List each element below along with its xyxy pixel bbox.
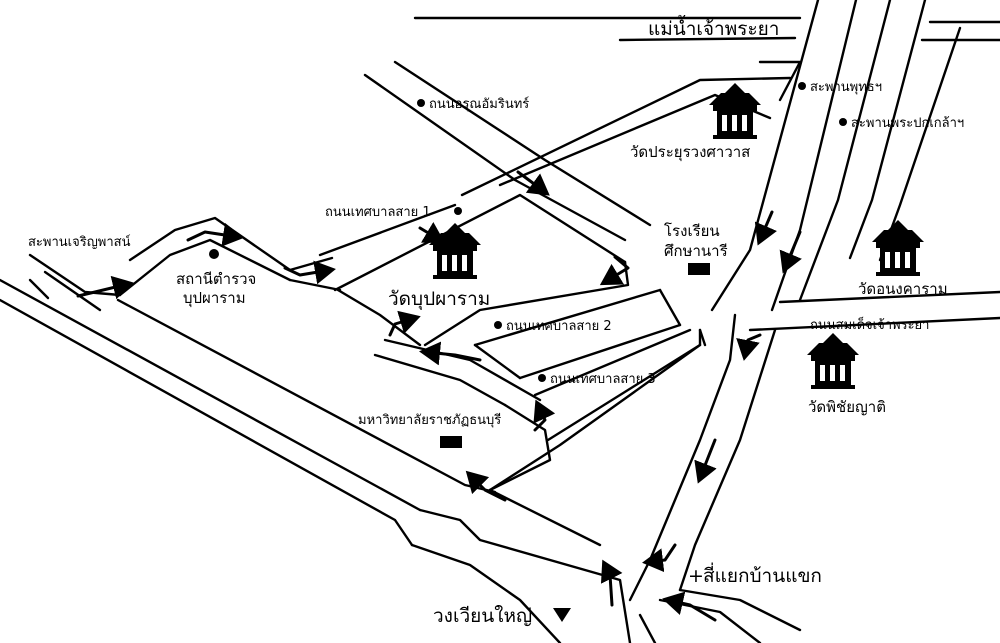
river-label: แม่น้ำเจ้าพระยา: [648, 15, 779, 40]
main-south-roads: [0, 216, 632, 643]
dot-marker-icon: [494, 321, 502, 329]
river-bank: [413, 16, 1000, 42]
road-somdet-shape: [628, 290, 1000, 643]
road-tetsaban1-label: ถนนเทศบาลสาย 1: [325, 205, 431, 220]
road-somdet-label: ถนนสมเด็จเจ้าพระยา: [810, 315, 929, 333]
dot-marker-icon: [454, 207, 462, 215]
triangle-down-icon: [553, 608, 571, 622]
road-tetsaban2-label: ถนนเทศบาลสาย 2: [506, 319, 612, 334]
temple-icon: [807, 333, 859, 389]
building-block-icon: [688, 263, 710, 275]
university-label: มหาวิทยาลัยราชภัฏธนบุรี: [358, 412, 501, 428]
temple-icon: [872, 220, 924, 276]
temple-icon: [709, 83, 761, 139]
police-station-label-line1: สถานีตำรวจ: [176, 270, 256, 288]
bridge-phut-label: สะพานพุทธฯ: [810, 80, 882, 95]
wat-phichaiyat-label: วัดพิชัยญาติ: [808, 398, 886, 416]
wat-prayurawong-label: วัดประยุรวงศาวาส: [630, 143, 750, 162]
school-label-line2: ศึกษานารี: [664, 242, 728, 260]
road-arun-amarin-label: ถนนอรุณอัมรินทร์: [429, 96, 529, 112]
road-tetsaban2-shape: [473, 288, 682, 380]
road-tetsaban3-label: ถนนเทศบาลสาย 3: [550, 372, 656, 387]
dot-marker-icon: [417, 99, 425, 107]
wat-bupparam-label: วัดบุปผาราม: [388, 288, 490, 311]
wat-anongkaram-label: วัดอนงคาราม: [858, 280, 948, 298]
police-station-label-line2: บุปผาราม: [183, 289, 246, 308]
dot-marker-icon: [538, 374, 546, 382]
building-block-icon: [440, 436, 462, 448]
bridge-charoen-label: สะพานเจริญพาสน์: [28, 234, 131, 250]
dot-marker-icon: [209, 249, 219, 259]
dot-marker-icon: [839, 118, 847, 126]
dot-marker-icon: [798, 82, 806, 90]
road-tetsaban1-shape: [318, 193, 630, 347]
temple-icon: [429, 223, 481, 279]
road-tetsaban3-shape: [488, 328, 702, 547]
school-label-line1: โรงเรียน: [664, 222, 720, 240]
banpaeng-junction-label: สี่แยกบ้านแขก: [703, 562, 822, 587]
plus-icon: +: [688, 565, 704, 587]
wongwian-yai-label: วงเวียนใหญ่: [433, 605, 532, 627]
bridge-pokklao-label: สะพานพระปกเกล้าฯ: [851, 116, 964, 131]
